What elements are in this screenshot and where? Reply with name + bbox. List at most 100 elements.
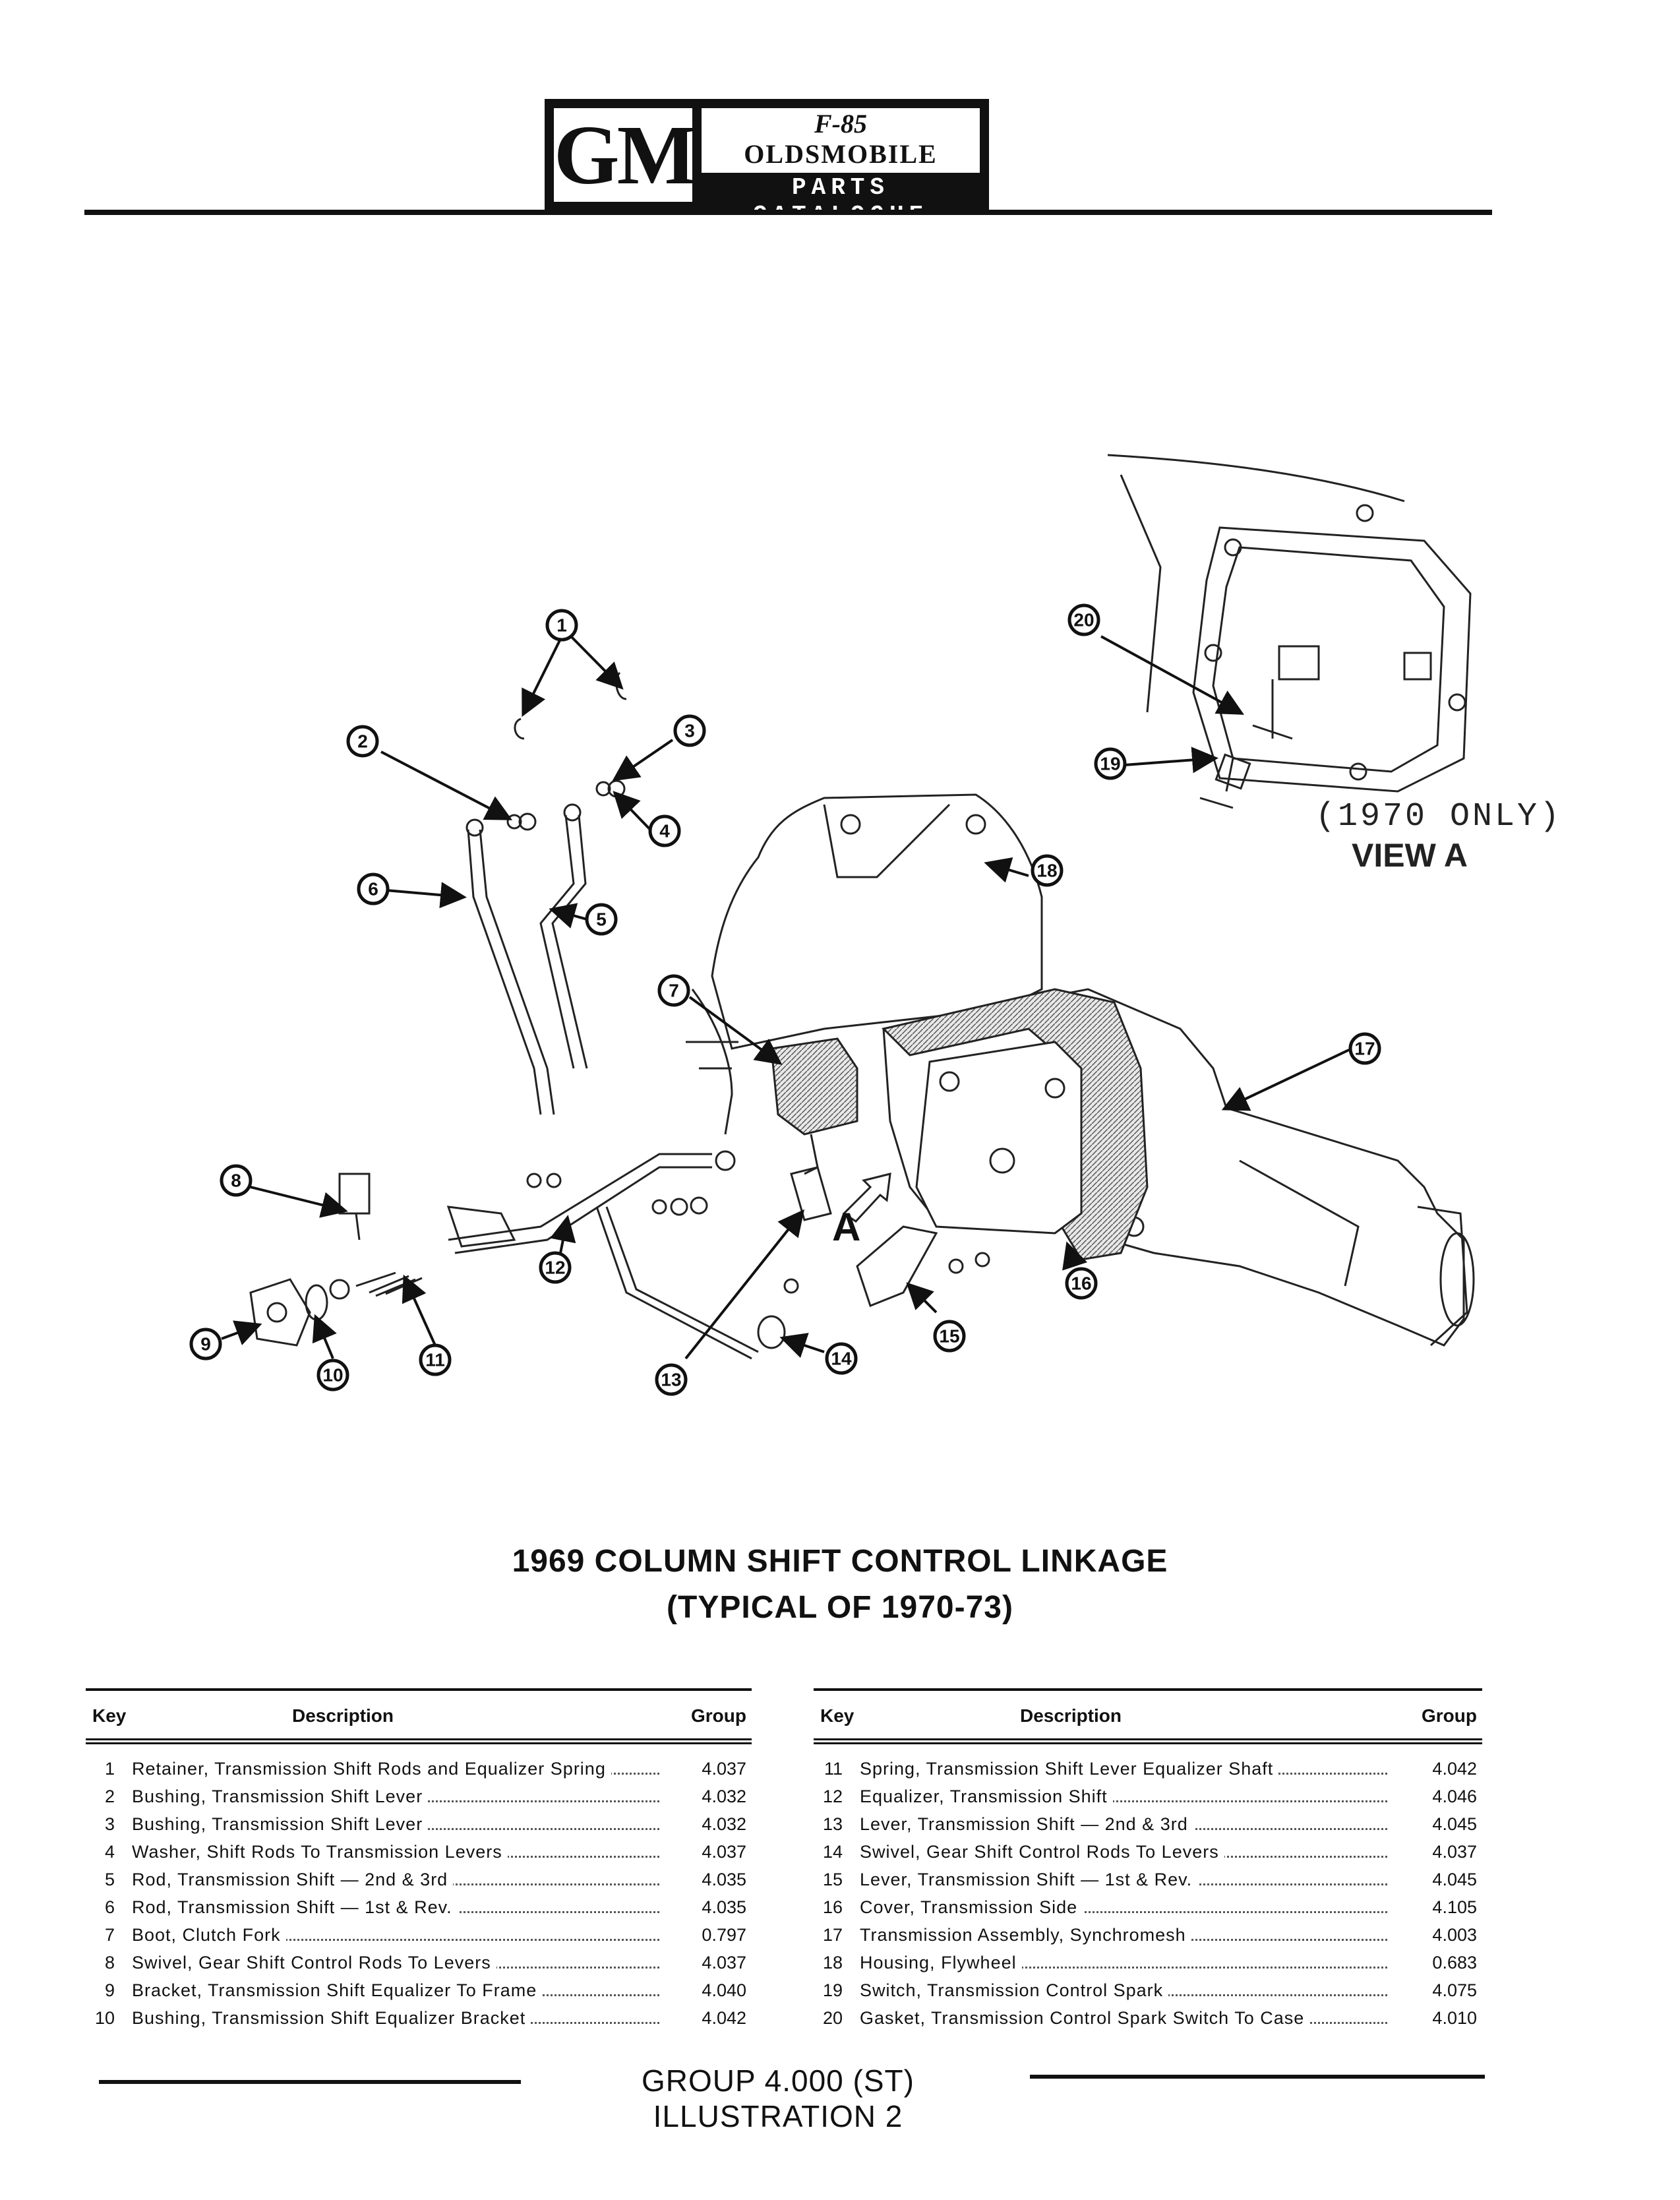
part-description: Boot, Clutch Fork xyxy=(132,1925,286,1945)
callout-14: 14 xyxy=(825,1342,858,1375)
view-a-year-note: (1970 ONLY) xyxy=(1315,798,1563,836)
table-header: Key Description Group xyxy=(86,1705,752,1733)
part-description: Lever, Transmission Shift — 2nd & 3rd xyxy=(860,1814,1193,1834)
catalogue-label: PARTS CATALOGUE xyxy=(752,174,929,229)
part-description: Switch, Transmission Control Spark xyxy=(860,1980,1169,2000)
svg-text:9: 9 xyxy=(200,1334,211,1355)
part-description: Swivel, Gear Shift Control Rods To Lever… xyxy=(132,1953,496,1972)
header-group: Group xyxy=(1422,1705,1477,1726)
svg-text:18: 18 xyxy=(1036,861,1057,881)
svg-text:20: 20 xyxy=(1073,610,1094,630)
part-description: Spring, Transmission Shift Lever Equaliz… xyxy=(860,1759,1279,1779)
illustration-subtitle: (TYPICAL OF 1970-73) xyxy=(667,1590,1013,1625)
callout-4: 4 xyxy=(648,814,681,847)
part-description: Rod, Transmission Shift — 1st & Rev. xyxy=(132,1897,458,1917)
callout-20: 20 xyxy=(1067,603,1100,636)
svg-text:8: 8 xyxy=(231,1171,241,1191)
callout-6: 6 xyxy=(357,872,390,905)
footer-illustration-label: GROUP 4.000 (ST) ILLUSTRATION 2 xyxy=(642,2063,915,2133)
part-description: Rod, Transmission Shift — 2nd & 3rd xyxy=(132,1870,454,1889)
callout-11: 11 xyxy=(419,1343,452,1376)
callout-8: 8 xyxy=(220,1164,253,1197)
exploded-linkage-diagram: 1 2 3 4 5 6 7 8 9 10 11 12 13 14 15 16 1… xyxy=(189,454,1475,1396)
part-description: Cover, Transmission Side xyxy=(860,1897,1083,1917)
svg-text:19: 19 xyxy=(1100,754,1120,774)
svg-text:11: 11 xyxy=(425,1350,445,1370)
svg-text:6: 6 xyxy=(368,879,378,900)
header-key: Key xyxy=(820,1705,855,1726)
footer-rule-left xyxy=(99,2080,521,2084)
table-header-rule xyxy=(86,1738,752,1744)
header-key: Key xyxy=(92,1705,127,1726)
svg-text:3: 3 xyxy=(684,721,695,741)
gm-logo-text: GM xyxy=(554,108,696,202)
table-header-rule xyxy=(814,1738,1482,1744)
gm-oldsmobile-logo: GM F-85 OLDSMOBILE PARTS CATALOGUE xyxy=(545,99,989,229)
callout-12: 12 xyxy=(539,1251,572,1284)
svg-text:10: 10 xyxy=(322,1365,343,1386)
svg-text:13: 13 xyxy=(661,1370,681,1390)
part-description: Bracket, Transmission Shift Equalizer To… xyxy=(132,1980,543,2000)
part-description: Washer, Shift Rods To Transmission Lever… xyxy=(132,1842,508,1862)
table-header: Key Description Group xyxy=(814,1705,1482,1733)
header-description: Description xyxy=(1019,1705,1122,1726)
part-description: Lever, Transmission Shift — 1st & Rev. xyxy=(860,1870,1198,1889)
part-description: Bushing, Transmission Shift Equalizer Br… xyxy=(132,2008,531,2028)
svg-text:16: 16 xyxy=(1071,1273,1091,1294)
callout-5: 5 xyxy=(585,903,618,936)
svg-text:12: 12 xyxy=(545,1258,565,1278)
svg-text:1: 1 xyxy=(556,615,567,636)
header-description: Description xyxy=(291,1705,394,1726)
callout-3: 3 xyxy=(673,714,706,747)
callout-2: 2 xyxy=(346,725,379,758)
view-a-marker: A xyxy=(832,1205,861,1249)
logo-title-block: F-85 OLDSMOBILE PARTS CATALOGUE xyxy=(702,108,980,229)
svg-text:4: 4 xyxy=(659,821,670,841)
svg-text:2: 2 xyxy=(357,731,368,752)
part-description: Equalizer, Transmission Shift xyxy=(860,1787,1113,1806)
callout-10: 10 xyxy=(316,1359,349,1391)
callout-16: 16 xyxy=(1065,1267,1098,1300)
svg-text:5: 5 xyxy=(596,909,607,930)
part-description: Gasket, Transmission Control Spark Switc… xyxy=(860,2008,1310,2028)
brand-name: OLDSMOBILE xyxy=(744,139,938,169)
callout-13: 13 xyxy=(655,1363,688,1396)
view-a-label: VIEW A xyxy=(1352,837,1468,874)
part-description: Swivel, Gear Shift Control Rods To Lever… xyxy=(860,1842,1224,1862)
svg-text:7: 7 xyxy=(669,981,679,1001)
part-description: Housing, Flywheel xyxy=(860,1953,1022,1972)
part-description: Bushing, Transmission Shift Lever xyxy=(132,1787,429,1806)
callout-19: 19 xyxy=(1094,747,1127,780)
svg-text:17: 17 xyxy=(1354,1039,1375,1059)
illustration-title: 1969 COLUMN SHIFT CONTROL LINKAGE xyxy=(512,1544,1168,1579)
part-description: Bushing, Transmission Shift Lever xyxy=(132,1814,429,1834)
svg-text:14: 14 xyxy=(831,1349,852,1369)
table-top-rule xyxy=(86,1688,752,1691)
table-top-rule xyxy=(814,1688,1482,1691)
callout-7: 7 xyxy=(657,974,690,1007)
svg-text:15: 15 xyxy=(939,1326,959,1347)
header-group: Group xyxy=(691,1705,746,1726)
header-divider xyxy=(84,210,1492,215)
callout-17: 17 xyxy=(1348,1032,1381,1065)
logo-brand-box: F-85 OLDSMOBILE xyxy=(702,108,980,173)
